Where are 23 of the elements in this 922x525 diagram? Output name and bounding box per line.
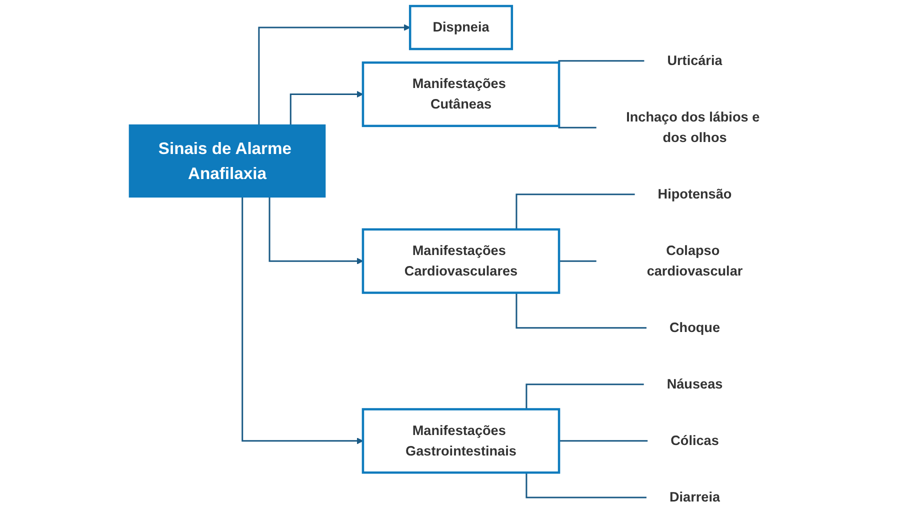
connector bbox=[558, 440, 648, 442]
connector bbox=[516, 292, 647, 329]
node-text: Urticária bbox=[667, 52, 722, 68]
arrow bbox=[242, 197, 364, 444]
connector bbox=[516, 194, 636, 230]
node-box: Manifestações Gastrointestinais bbox=[362, 408, 560, 474]
arrow bbox=[258, 24, 410, 125]
node-box: Sinais de Alarme Anafilaxia bbox=[128, 124, 326, 198]
node-text: Cólicas bbox=[670, 433, 719, 448]
arrow bbox=[290, 90, 364, 125]
node-box: Manifestações Cardiovasculares bbox=[362, 228, 560, 294]
node-text: Hipotensão bbox=[658, 186, 732, 202]
arrow bbox=[268, 197, 364, 264]
node-box: Dispneia bbox=[408, 4, 514, 50]
node-text: Diarreia bbox=[669, 490, 720, 505]
node-text: Choque bbox=[669, 320, 720, 335]
node-text: Inchaço dos lábios e dos olhos bbox=[626, 110, 760, 145]
node-text: Náuseas bbox=[666, 376, 723, 392]
node-text: Colapso cardiovascular bbox=[646, 242, 743, 278]
connector bbox=[558, 260, 597, 262]
node-box: Manifestações Cutâneas bbox=[362, 61, 560, 128]
connector bbox=[526, 472, 647, 498]
connector bbox=[526, 384, 644, 410]
